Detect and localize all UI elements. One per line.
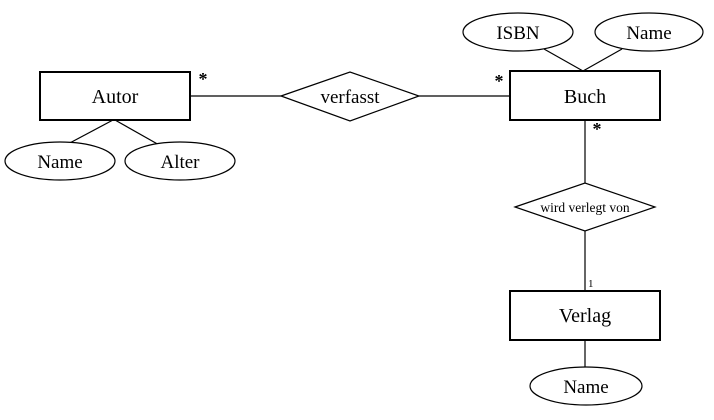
edge-autor-attr-alter: [114, 119, 162, 147]
edge-isbn-buch: [543, 48, 584, 72]
edge-name-buch: [582, 48, 623, 72]
cardinality-buch-wirdverlegtvon: *: [593, 119, 602, 139]
cardinality-autor-verfasst: *: [199, 69, 208, 89]
attribute-verlag-name-label: Name: [563, 377, 608, 398]
entity-verlag-rect: [509, 290, 661, 341]
entities: Autor Buch Verlag: [39, 70, 661, 341]
cardinalities: * * * 1: [199, 69, 602, 290]
entity-buch-label: Buch: [564, 86, 606, 108]
edges: [65, 48, 623, 368]
entity-verlag-label: Verlag: [559, 305, 611, 327]
relationship-verfasst-label: verfasst: [320, 87, 380, 108]
cardinality-verfasst-buch: *: [495, 71, 504, 91]
attribute-buch-isbn-ellipse: [462, 12, 574, 52]
attribute-buch-name-label: Name: [626, 23, 671, 44]
relationship-wird-verlegt-von-diamond: [513, 182, 657, 232]
attributes: Name Alter ISBN Name Name: [4, 12, 704, 406]
edge-autor-attr-name: [65, 119, 114, 146]
attribute-autor-name-label: Name: [37, 152, 82, 173]
cardinality-wirdverlegtvon-verlag: 1: [588, 278, 594, 290]
relationship-wird-verlegt-von-label: wird verlegt von: [540, 200, 629, 215]
attribute-autor-name-ellipse: [4, 141, 116, 181]
entity-autor-rect: [39, 71, 191, 121]
attribute-buch-isbn-label: ISBN: [496, 23, 540, 44]
relationships: verfasst wird verlegt von: [279, 71, 657, 232]
attribute-autor-alter-label: Alter: [160, 152, 200, 173]
entity-autor-label: Autor: [92, 86, 139, 108]
attribute-buch-name-ellipse: [594, 12, 704, 52]
relationship-verfasst-diamond: [279, 71, 421, 122]
attribute-autor-alter-ellipse: [124, 141, 236, 181]
attribute-verlag-name-ellipse: [529, 366, 643, 406]
entity-buch-rect: [509, 70, 661, 121]
